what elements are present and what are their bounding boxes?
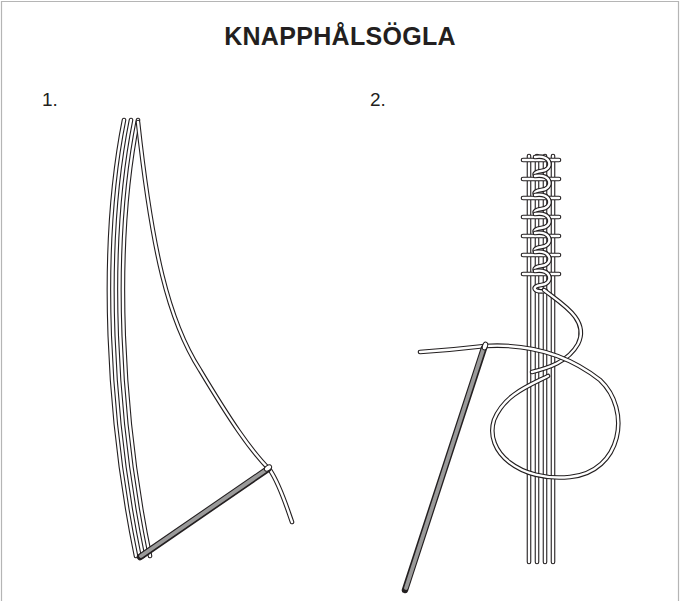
figure-2 [405, 156, 618, 590]
title: KNAPPHÅLSÖGLA [0, 22, 680, 51]
step-number: 2. [370, 89, 386, 111]
step-number: 1. [42, 89, 58, 111]
figure-1 [109, 120, 292, 557]
